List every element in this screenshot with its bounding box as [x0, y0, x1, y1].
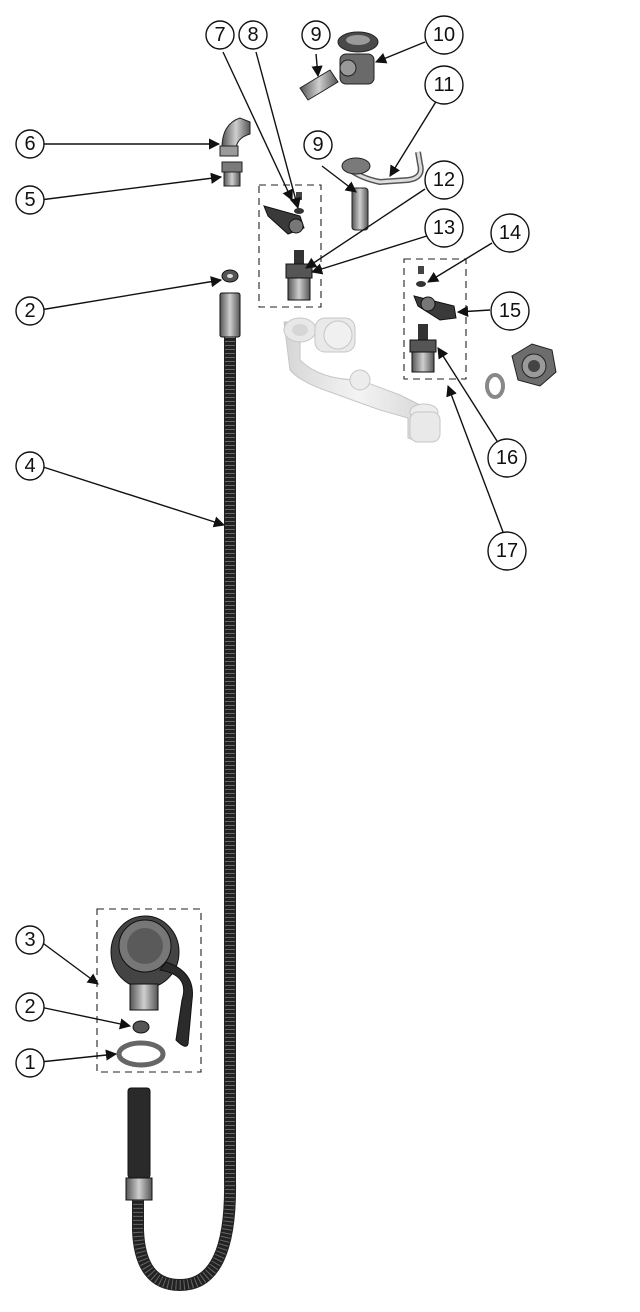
callout-11: 11: [424, 65, 464, 105]
vacuum-breaker: [337, 31, 379, 85]
callout-2-spray: 2: [15, 992, 45, 1022]
svg-text:9: 9: [310, 24, 321, 46]
washer-right: [485, 373, 505, 399]
svg-text:17: 17: [496, 540, 518, 562]
nipple-middle: [351, 187, 369, 231]
svg-text:15: 15: [499, 300, 521, 322]
svg-text:11: 11: [434, 74, 455, 96]
callout-13: 13: [424, 208, 464, 248]
callout-5: 5: [15, 185, 45, 215]
callout-2-hose: 2: [15, 296, 45, 326]
right-valve-kit-box: [403, 258, 467, 380]
svg-text:7: 7: [214, 24, 225, 46]
svg-text:3: 3: [24, 929, 35, 951]
left-valve-kit-box: [258, 184, 322, 308]
callout-12: 12: [424, 160, 464, 200]
callout-8: 8: [238, 20, 268, 50]
flexible-hose: [132, 337, 237, 1292]
callout-16: 16: [487, 438, 527, 478]
svg-text:16: 16: [496, 447, 518, 469]
lever-handle-right: [413, 295, 457, 321]
callout-10: 10: [424, 15, 464, 55]
callout-14: 14: [490, 213, 530, 253]
svg-text:6: 6: [24, 133, 35, 155]
faucet-body-faded: [283, 317, 441, 443]
callout-9-top: 9: [301, 20, 331, 50]
screw-right: [416, 266, 426, 287]
washer-spray: [132, 1020, 150, 1034]
callout-17: 17: [487, 531, 527, 571]
spray-valve: [110, 915, 193, 1047]
svg-text:4: 4: [24, 455, 35, 477]
hose-fitting-bottom: [125, 1087, 153, 1201]
callout-4: 4: [15, 451, 45, 481]
elbow: [219, 117, 251, 157]
svg-text:2: 2: [24, 300, 35, 322]
callout-9-middle: 9: [303, 130, 333, 160]
svg-text:13: 13: [433, 217, 455, 239]
hose-nut-top: [221, 269, 239, 283]
hose-fitting-top: [219, 292, 241, 338]
screw-left: [294, 192, 304, 214]
coupling-nut: [511, 343, 557, 387]
svg-text:14: 14: [499, 222, 521, 244]
svg-text:10: 10: [433, 24, 455, 46]
svg-text:8: 8: [247, 24, 258, 46]
svg-text:12: 12: [433, 169, 455, 191]
cartridge-right: [409, 324, 437, 373]
leader-lines: [39, 41, 504, 1063]
spray-valve-kit-box: [96, 908, 202, 1073]
callout-7: 7: [205, 20, 235, 50]
svg-text:1: 1: [24, 1052, 35, 1074]
svg-text:2: 2: [24, 996, 35, 1018]
nipple-top: [299, 69, 339, 101]
svg-text:5: 5: [24, 189, 35, 211]
swing-spout: [341, 151, 424, 186]
adapter: [221, 161, 243, 187]
callout-6: 6: [15, 129, 45, 159]
cartridge-left: [285, 250, 313, 301]
svg-text:9: 9: [312, 134, 323, 156]
lever-handle-left: [263, 205, 305, 235]
callout-15: 15: [490, 291, 530, 331]
gasket: [116, 1040, 166, 1068]
callout-1: 1: [15, 1048, 45, 1078]
callout-3: 3: [15, 925, 45, 955]
